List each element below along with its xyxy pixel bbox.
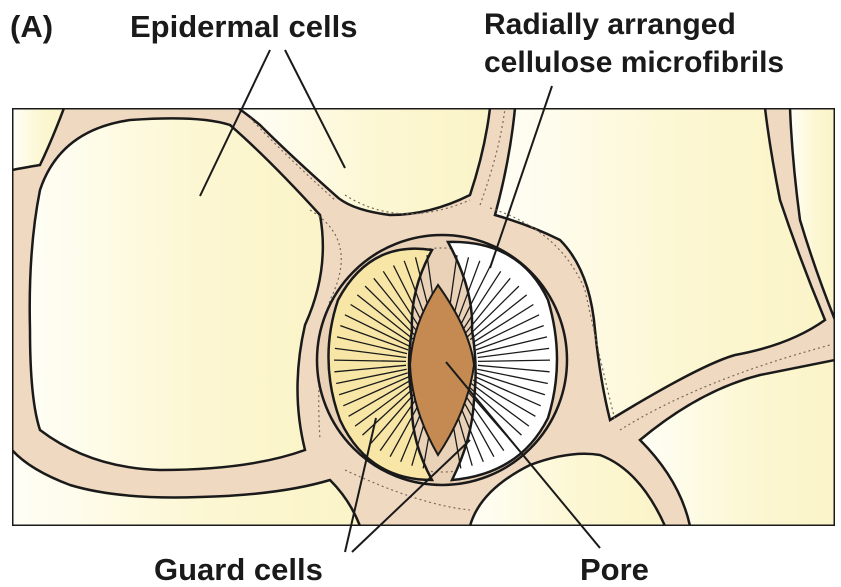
label-epidermal-cells: Epidermal cells <box>130 9 357 44</box>
panel-letter: (A) <box>10 9 53 44</box>
label-microfibrils-line2: cellulose microfibrils <box>484 46 784 79</box>
tissue-section <box>12 108 835 526</box>
label-pore: Pore <box>580 552 649 587</box>
epidermal-cell-left-large <box>30 118 323 470</box>
label-guard-cells: Guard cells <box>154 552 323 587</box>
label-microfibrils-line1: Radially arranged <box>484 8 736 41</box>
